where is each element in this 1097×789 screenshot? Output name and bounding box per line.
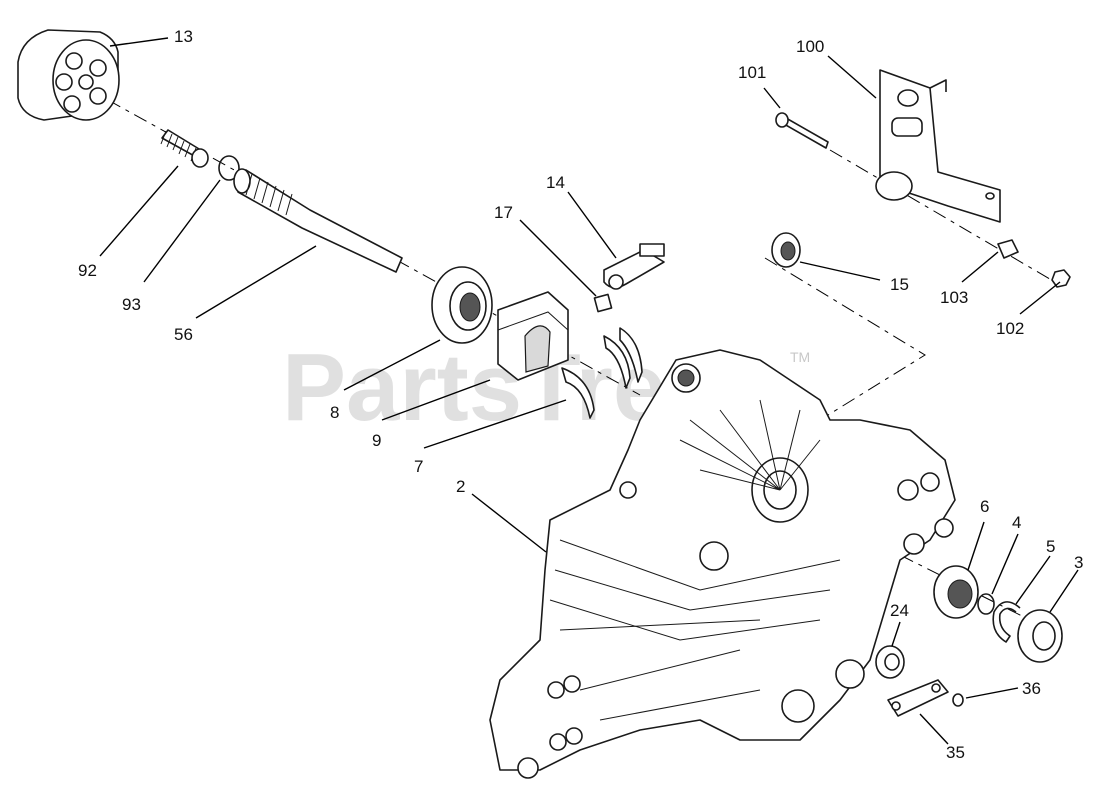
callout-101: 101 [738, 63, 766, 82]
axis-bolt [829, 149, 1061, 286]
part-56-shaft [233, 168, 403, 273]
callout-103: 103 [940, 288, 968, 307]
callout-15: 15 [890, 275, 909, 294]
part-17-block [593, 293, 613, 313]
part-7-cradle-bearings [561, 327, 643, 419]
part-103-spacer [997, 239, 1019, 259]
callout-92: 92 [78, 261, 97, 280]
leader-93 [143, 179, 221, 283]
part-8-thrust-bearing [431, 266, 493, 344]
callout-35: 35 [946, 743, 965, 762]
leader-17 [519, 219, 597, 297]
leader-14 [567, 191, 617, 259]
callout-24: 24 [890, 601, 909, 620]
part-4-ring [977, 593, 995, 615]
callout-13: 13 [174, 27, 193, 46]
part-24-washer [875, 645, 905, 679]
callout-56: 56 [174, 325, 193, 344]
leader-4 [991, 533, 1019, 595]
leader-3 [1049, 569, 1079, 613]
leader-13 [109, 37, 169, 47]
callout-4: 4 [1012, 513, 1021, 532]
leader-100 [827, 55, 877, 99]
leader-6 [967, 521, 985, 571]
axis-bearing [819, 514, 1061, 636]
leader-15 [799, 261, 881, 281]
part-6-ball-bearing [933, 565, 979, 619]
part-35-link [887, 679, 949, 717]
leader-24 [891, 621, 901, 647]
part-102-nut [1051, 269, 1071, 288]
leader-56 [195, 245, 317, 319]
callout-9: 9 [372, 431, 381, 450]
part-101-bolt [775, 112, 829, 149]
leader-7 [423, 399, 567, 449]
leader-5 [1015, 555, 1051, 605]
part-3-seal [1017, 609, 1063, 663]
axis-bracket [764, 257, 926, 421]
callout-17: 17 [494, 203, 513, 222]
callout-2: 2 [456, 477, 465, 496]
part-36-clip [952, 693, 964, 707]
part-2-housing [489, 349, 956, 779]
watermark-tm: TM [790, 349, 810, 365]
callout-6: 6 [980, 497, 989, 516]
leader-36 [965, 687, 1019, 699]
part-5-snap-ring [992, 601, 1021, 643]
callout-3: 3 [1074, 553, 1083, 572]
callout-14: 14 [546, 173, 565, 192]
callout-7: 7 [414, 457, 423, 476]
leader-102 [1019, 281, 1061, 315]
leader-8 [343, 339, 441, 391]
callout-5: 5 [1046, 537, 1055, 556]
leader-101 [763, 87, 781, 109]
callout-93: 93 [122, 295, 141, 314]
leader-9 [381, 379, 491, 421]
part-15-seal [771, 232, 801, 268]
part-100-bracket [875, 69, 1001, 223]
leader-2 [471, 493, 547, 553]
part-93-ring [218, 155, 240, 181]
part-13-cylinder-block [17, 29, 120, 121]
leader-103 [961, 251, 999, 283]
leader-92 [99, 165, 179, 257]
leader-35 [919, 713, 949, 745]
callout-100: 100 [796, 37, 824, 56]
part-9-swashplate [497, 291, 569, 381]
callout-8: 8 [330, 403, 339, 422]
part-92-spring [160, 129, 209, 168]
callout-36: 36 [1022, 679, 1041, 698]
callout-102: 102 [996, 319, 1024, 338]
part-14-control-arm [603, 243, 665, 290]
